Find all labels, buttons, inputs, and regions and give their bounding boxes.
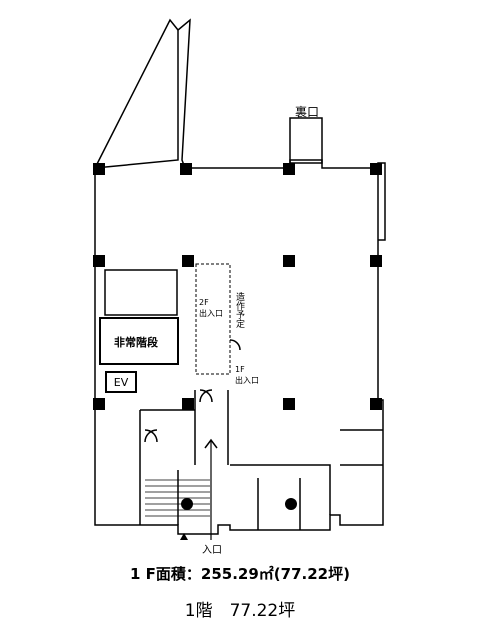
floor-caption: 1階 77.22坪 [184, 601, 296, 621]
north-wall [94, 18, 378, 169]
columns [93, 163, 382, 510]
wedge-wall [94, 18, 179, 169]
back-entrance-label: 裏口 [295, 105, 320, 119]
second-floor-entrance-label: 2F 出入口 [199, 297, 223, 319]
emergency-stairs-label: 非常階段 [114, 336, 158, 349]
planned-area [195, 263, 231, 375]
entry-stair [145, 479, 210, 517]
planned-construction-label: 造作予定 [234, 292, 244, 328]
stair-core [104, 269, 178, 316]
first-floor-entrance-text: 出入口 [235, 376, 259, 385]
ev-box [105, 371, 137, 393]
second-floor-entrance-text: 出入口 [199, 309, 223, 318]
entrance-marker-icon [180, 533, 188, 540]
first-floor-tag: 1F [235, 365, 245, 374]
entrance-corridor [139, 390, 229, 525]
entrance-arrow-head [204, 438, 218, 449]
south-rooms [230, 429, 383, 530]
elevator-label: EV [113, 376, 129, 389]
back-stair [289, 117, 323, 164]
entrance-label: 入口 [202, 545, 222, 556]
floor-plan [93, 18, 386, 540]
area-caption: 1 F面積：255.29㎡(77.22坪) [130, 565, 350, 583]
first-floor-entrance-label: 1F 出入口 [235, 364, 259, 386]
emergency-stairs-box [99, 317, 179, 365]
second-floor-tag: 2F [199, 298, 209, 307]
door-swing [144, 339, 241, 443]
